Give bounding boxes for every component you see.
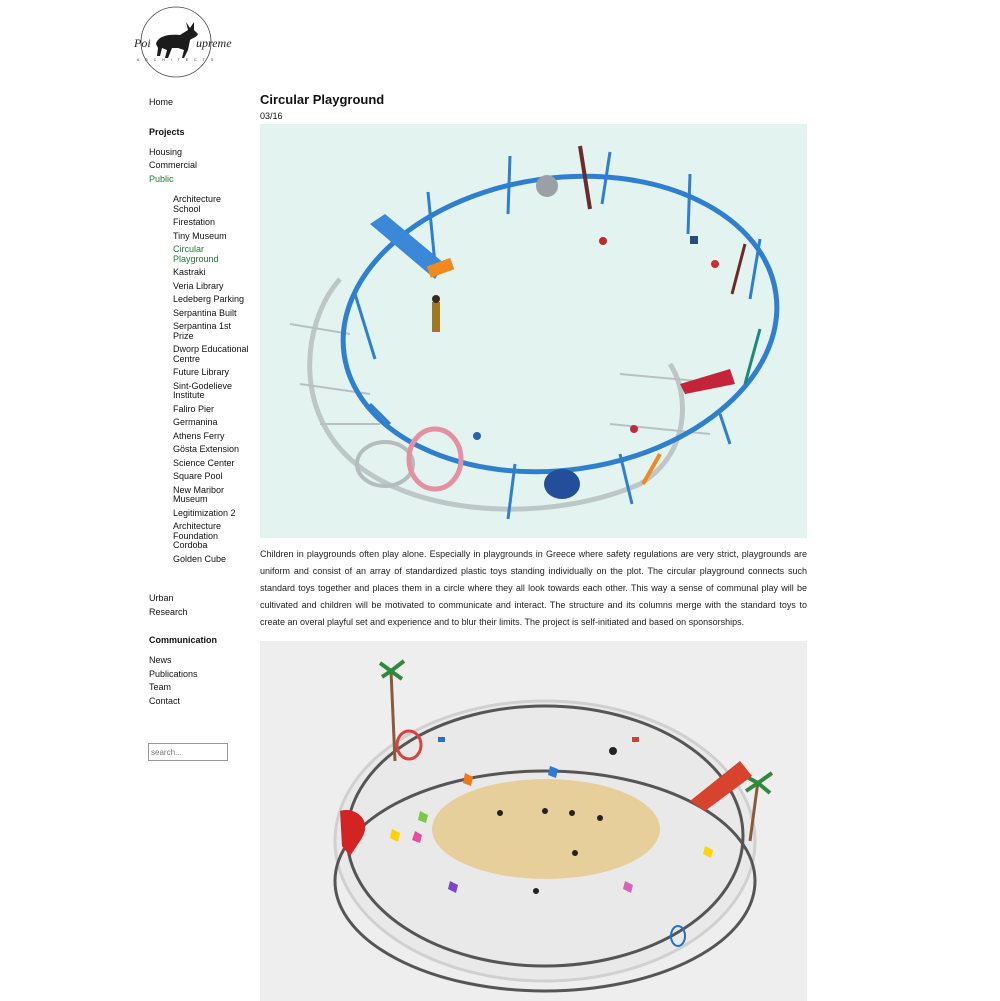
nav-housing[interactable]: Housing	[149, 146, 183, 157]
search-input[interactable]	[148, 743, 228, 761]
sidebar-nav: Home Projects Housing Commercial Public …	[149, 96, 249, 708]
nav-urban[interactable]: Urban	[149, 593, 174, 603]
project-architecture-foundation-cordoba[interactable]: Architecture Foundation Cordoba	[173, 521, 222, 550]
project-content: Circular Playground 03/16	[260, 91, 807, 1001]
playground-render-image[interactable]	[260, 641, 807, 1001]
project-architecture-school[interactable]: Architecture School	[173, 194, 222, 214]
playground-model-photo[interactable]	[260, 124, 807, 538]
project-faliro-pier[interactable]: Faliro Pier	[173, 403, 215, 414]
nav-team[interactable]: Team	[149, 682, 172, 692]
project-new-maribor-museum[interactable]: New Maribor Museum	[173, 484, 225, 504]
project-gosta-extension[interactable]: Gösta Extension	[173, 444, 240, 454]
nav-news[interactable]: News	[149, 655, 172, 665]
project-dworp-educational-centre[interactable]: Dworp Educational Centre	[173, 344, 249, 364]
bull-logo-icon	[140, 6, 212, 78]
nav-public[interactable]: Public	[149, 173, 174, 184]
nav-research[interactable]: Research	[149, 606, 188, 617]
logo-text-right: upreme	[196, 36, 232, 50]
project-sint-godelieve-institute[interactable]: Sint-Godelieve Institute	[173, 380, 233, 400]
project-serpantina-1st-prize[interactable]: Serpantina 1st Prize	[173, 321, 232, 341]
project-circular-playground[interactable]: Circular Playground	[173, 244, 219, 264]
image-counter: 03/16	[260, 111, 283, 121]
project-athens-ferry[interactable]: Athens Ferry	[173, 430, 225, 441]
nav-publications[interactable]: Publications	[149, 668, 198, 679]
project-description: Children in playgrounds often play alone…	[260, 549, 807, 627]
project-kastraki[interactable]: Kastraki	[173, 267, 206, 277]
project-golden-cube[interactable]: Golden Cube	[173, 553, 227, 564]
project-serpantina-built[interactable]: Serpantina Built	[173, 307, 237, 318]
nav-projects-heading[interactable]: Projects	[149, 126, 185, 137]
logo-subline: ARCHITECTS	[136, 58, 220, 62]
nav-communication-heading[interactable]: Communication	[149, 635, 218, 645]
logo-text-left: Poi	[134, 36, 151, 50]
nav-contact[interactable]: Contact	[149, 695, 181, 706]
nav-commercial[interactable]: Commercial	[149, 160, 198, 170]
project-ledeberg-parking[interactable]: Ledeberg Parking	[173, 294, 245, 304]
page-title: Circular Playground	[260, 92, 385, 107]
project-future-library[interactable]: Future Library	[173, 367, 230, 377]
project-legitimization-2[interactable]: Legitimization 2	[173, 507, 236, 518]
project-tiny-museum[interactable]: Tiny Museum	[173, 230, 227, 241]
project-veria-library[interactable]: Veria Library	[173, 280, 224, 291]
nav-home[interactable]: Home	[149, 97, 174, 107]
project-square-pool[interactable]: Square Pool	[173, 471, 223, 481]
logo[interactable]: Poi upreme ARCHITECTS	[124, 6, 232, 80]
project-science-center[interactable]: Science Center	[173, 457, 235, 468]
project-firestation[interactable]: Firestation	[173, 217, 216, 227]
project-germanina[interactable]: Germanina	[173, 417, 218, 427]
public-project-list: Architecture School Firestation Tiny Mus…	[173, 194, 249, 564]
